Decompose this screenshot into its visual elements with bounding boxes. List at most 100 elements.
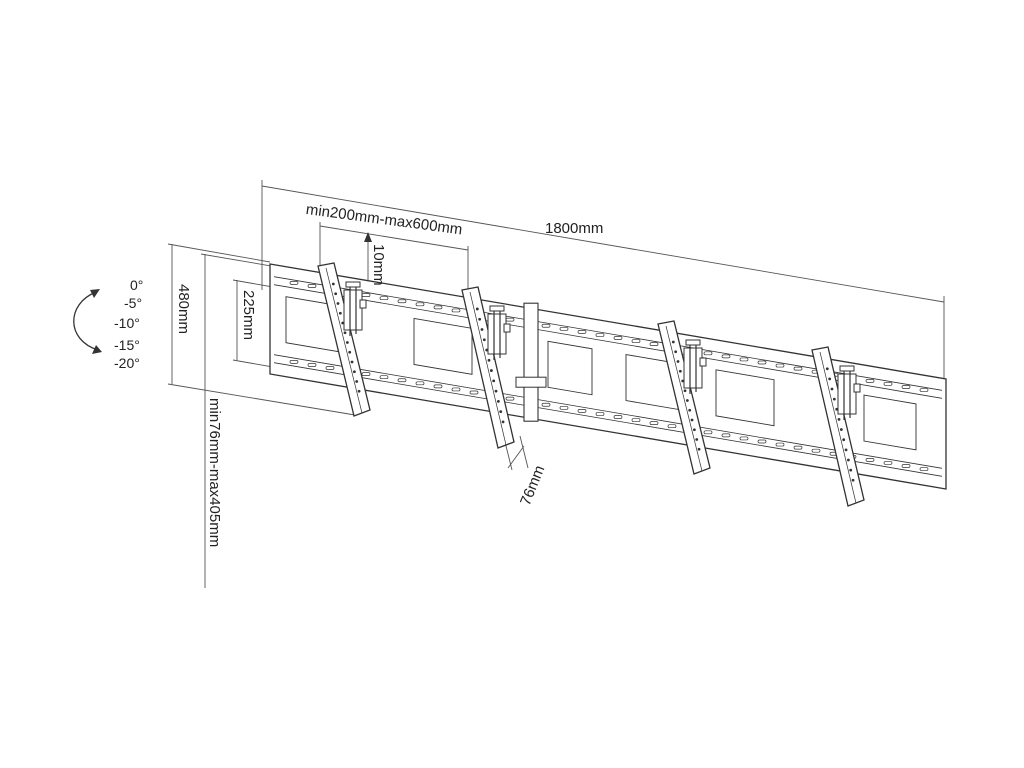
arm-hole	[482, 338, 486, 342]
arm-hole	[839, 428, 843, 431]
mount-arms	[317, 262, 865, 507]
plate-slot	[649, 342, 659, 346]
arm-nut	[489, 305, 505, 312]
arm-hole	[851, 478, 855, 482]
inner-height-label: 225mm	[240, 290, 257, 341]
plate-slot	[469, 390, 479, 395]
arm-spacing-line	[319, 225, 469, 251]
arm-hole	[485, 348, 489, 352]
arm-nut	[685, 339, 701, 346]
plate-slot	[667, 424, 677, 429]
arm-hole	[830, 387, 834, 391]
plate-slot	[397, 378, 407, 383]
plate-slot	[757, 439, 767, 444]
plate-slot	[595, 333, 605, 337]
plate-slot	[793, 445, 803, 450]
arm-hole	[849, 468, 853, 472]
plate-slot	[433, 384, 443, 389]
tilt-angle-5: -5°	[124, 295, 143, 311]
plate-slot	[559, 405, 569, 410]
arm-hole	[674, 350, 678, 354]
plate-slot	[739, 357, 749, 362]
arm-hole	[345, 341, 349, 344]
plate-slot	[613, 415, 623, 419]
plate-slot	[451, 387, 461, 392]
arm-hole	[837, 418, 841, 421]
arm-hole	[695, 438, 699, 441]
arm-hole	[692, 428, 696, 432]
arm-hole	[685, 399, 689, 402]
plate-rail	[273, 362, 943, 477]
arm-hole	[835, 407, 839, 411]
arm-hole	[676, 360, 680, 363]
plate-slot	[649, 421, 659, 425]
arm-ridge	[819, 351, 857, 504]
plate-slot	[451, 308, 461, 313]
arm-hole	[334, 292, 338, 296]
arm-hole	[336, 302, 340, 305]
arm-hole	[494, 389, 498, 393]
arm-hole	[487, 358, 491, 362]
arm-nut	[839, 365, 855, 372]
plate-slot	[577, 330, 587, 334]
arm-nut	[345, 281, 361, 288]
tilt-arrow-head-top	[90, 289, 100, 298]
plate-slot	[505, 396, 515, 401]
arm-hole	[499, 410, 503, 414]
plate-slot	[613, 336, 623, 340]
plate-slot	[289, 360, 299, 364]
offset-arrow-up	[364, 232, 372, 242]
arm-1	[317, 262, 371, 417]
plate-slot	[757, 360, 767, 365]
arm-hole	[478, 317, 482, 321]
plate-slot	[703, 430, 713, 435]
arm-hole	[496, 399, 500, 403]
arm-hook	[487, 313, 507, 355]
plate-cutout	[863, 394, 917, 451]
tilt-arrow-head-bottom	[92, 345, 102, 354]
arm-hole	[697, 447, 701, 451]
arm-hole	[825, 367, 829, 371]
plate-slot	[433, 305, 443, 310]
arm-hole	[678, 369, 682, 373]
plate-slot	[289, 281, 299, 285]
total-width-line	[261, 185, 945, 303]
plate-height-tick-bottom	[167, 383, 356, 416]
plate-slot	[739, 436, 749, 441]
plate-slot	[307, 284, 317, 288]
plate-slot	[325, 366, 335, 370]
arm-hole	[331, 282, 335, 286]
plate-slot	[883, 382, 893, 386]
plate-slot	[415, 302, 425, 307]
tilt-angle-15: -15°	[114, 337, 140, 353]
plate-slot	[919, 388, 929, 392]
plate-slot	[595, 412, 605, 416]
plate-slot	[577, 409, 587, 413]
plate-slot	[721, 354, 731, 359]
plate-slot	[811, 448, 821, 453]
arm-hole	[343, 331, 347, 335]
plate-cutout	[413, 317, 473, 375]
plate-height-label: 480mm	[175, 284, 192, 335]
plate-slot	[307, 363, 317, 367]
tilt-angle-0: 0°	[130, 277, 144, 293]
arm-hole	[844, 448, 848, 452]
arm-hole	[352, 370, 356, 374]
arm-hole	[688, 408, 692, 412]
arm-2	[461, 286, 515, 449]
total-width-label: 1800mm	[545, 220, 604, 237]
arm-hook	[343, 289, 363, 331]
arm-hook	[683, 347, 703, 389]
plate-height-tick-top	[167, 243, 271, 263]
arm-hole	[475, 307, 479, 311]
plate-slot	[631, 418, 641, 422]
plate-slot	[883, 461, 893, 465]
arm-hole	[832, 397, 836, 401]
plate-slot	[541, 402, 551, 407]
arm-knob	[503, 323, 511, 333]
arm-3	[657, 320, 711, 475]
plate-slot	[901, 464, 911, 468]
dimension-lines	[167, 180, 945, 588]
